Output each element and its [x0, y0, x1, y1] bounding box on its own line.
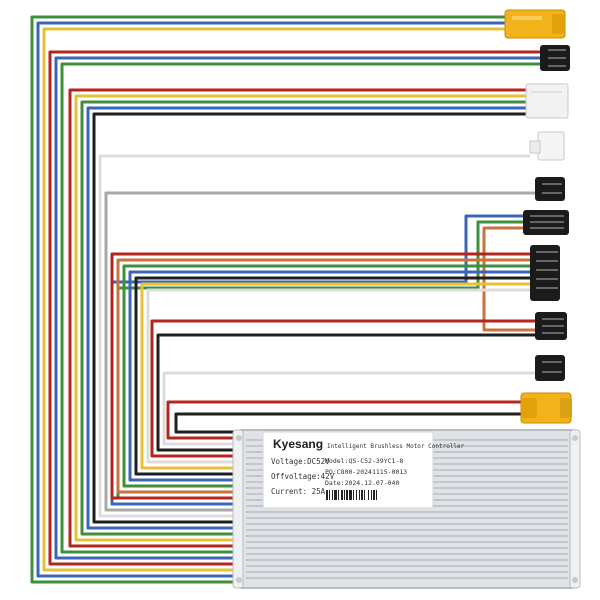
orange-wire: [116, 258, 530, 494]
xt60-yellow-connector: [520, 392, 572, 424]
current-spec: Current: 25A: [271, 487, 326, 496]
po-number: PO:C800-20241115-0013: [325, 468, 407, 476]
barcode-bar: [376, 490, 377, 500]
black-wire: [134, 276, 530, 476]
model-number: Model:QS-C52-39YC1-8: [325, 457, 403, 465]
blue-wire: [110, 214, 523, 506]
barcode-bar: [326, 490, 328, 500]
barcode-bar: [361, 490, 363, 500]
yellow-wire: [140, 282, 530, 470]
barcode-bar: [368, 490, 369, 500]
product-name: Intelligent Brushless Motor Controller: [327, 443, 465, 450]
sm-6pin-black-connector: [530, 245, 560, 301]
red-wire: [150, 319, 535, 458]
barcode-bar: [329, 490, 330, 500]
barcode-bar: [334, 490, 337, 500]
sm-2pin-black-connector-2: [535, 355, 565, 381]
yellow-wire: [42, 27, 505, 572]
barcode: [326, 490, 377, 500]
green-wire: [60, 62, 540, 554]
barcode-bar: [344, 490, 345, 500]
barcode-bar: [346, 490, 348, 500]
controller-label: Kyesang Intelligent Brushless Motor Cont…: [262, 431, 465, 509]
barcode-bar: [338, 490, 339, 500]
jst-5pin-white-connector: [525, 83, 569, 119]
wire-bundle: [30, 15, 540, 584]
barcode-bar: [349, 490, 352, 500]
offvoltage-spec: Offvoltage:42V: [271, 472, 335, 481]
jst-2pin-white-connector: [529, 131, 565, 161]
barcode-bar: [341, 490, 343, 500]
voltage-spec: Voltage:DC52V: [271, 457, 330, 466]
barcode-bar: [371, 490, 372, 500]
gray-wire: [104, 191, 535, 512]
black-wire: [92, 112, 526, 524]
blue-wire: [36, 21, 505, 578]
brand-name: Kyesang: [273, 437, 323, 451]
barcode-bar: [364, 490, 365, 500]
barcode-bar: [373, 490, 375, 500]
barcode-bar: [359, 490, 360, 500]
sm-3pin-black-connector-3: [535, 312, 567, 340]
sm-3pin-black-connector-2: [523, 210, 569, 235]
barcode-bar: [353, 490, 354, 500]
blue-wire: [54, 56, 540, 560]
black-wire: [156, 333, 535, 452]
blue-wire: [128, 270, 530, 482]
production-date: Date:2024.12.07-040: [325, 479, 399, 487]
xt30-yellow-connector: [504, 9, 566, 39]
green-wire: [80, 100, 526, 536]
yellow-wire: [74, 94, 526, 542]
sm-2pin-black-connector-1: [535, 177, 565, 201]
red-wire: [166, 400, 521, 440]
blue-wire: [86, 106, 526, 530]
green-wire: [30, 15, 505, 584]
red-wire: [48, 50, 540, 566]
black-wire: [174, 412, 521, 434]
barcode-bar: [356, 490, 357, 500]
controller-box: Kyesang Intelligent Brushless Motor Cont…: [232, 429, 581, 589]
white-wire: [146, 288, 530, 464]
red-wire: [110, 252, 530, 500]
sm-3pin-black-connector: [540, 45, 570, 71]
barcode-bar: [332, 490, 333, 500]
white-wire: [98, 154, 530, 518]
white-wire: [162, 371, 535, 446]
red-wire: [68, 88, 526, 548]
green-wire: [122, 264, 530, 488]
